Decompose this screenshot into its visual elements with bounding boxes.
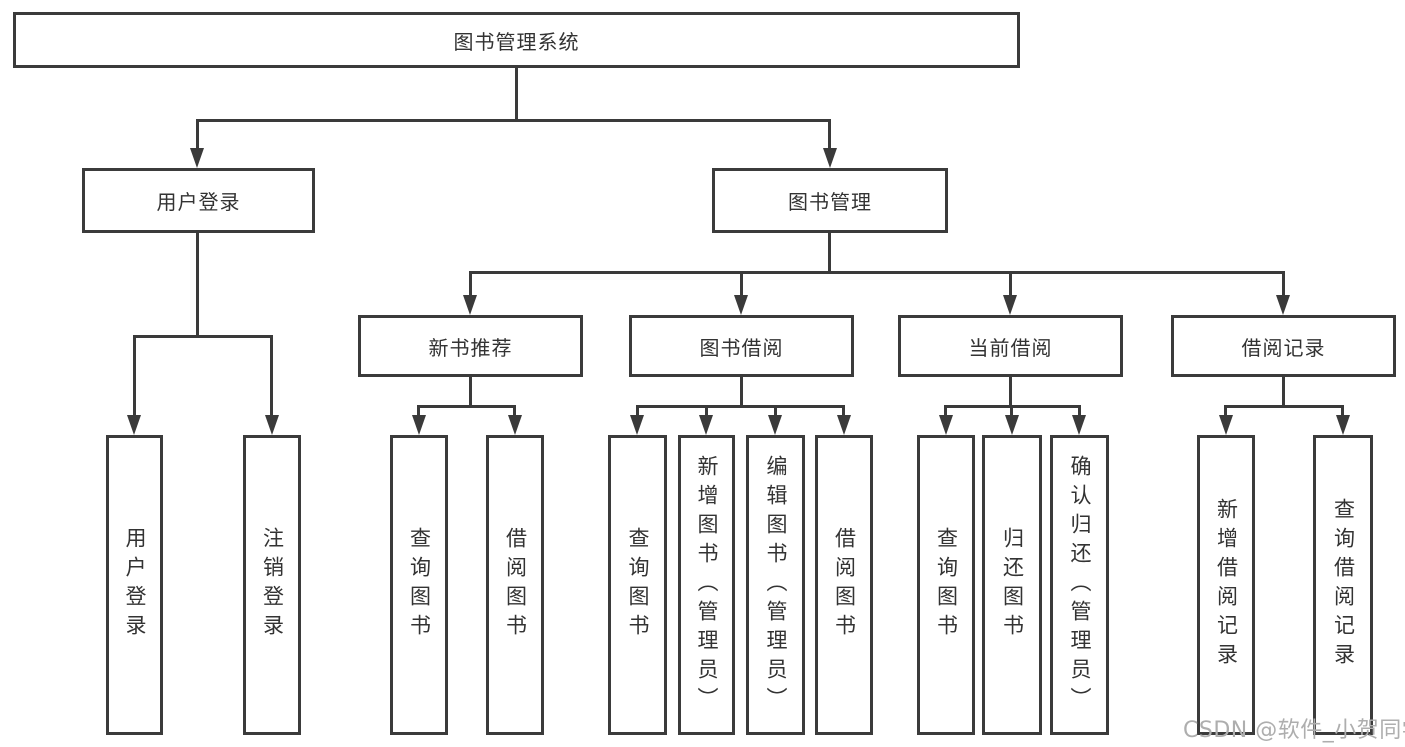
node-book-management: 图书管理 (712, 168, 948, 233)
leaf-label: 查询图书 (934, 527, 959, 643)
connector-line (469, 374, 472, 408)
connector-line (196, 230, 199, 338)
leaf-add-borrow-record: 新增借阅记录 (1197, 435, 1255, 735)
arrowhead-down-icon (508, 415, 522, 435)
leaf-edit-books-admin: 编辑图书（管理员） (746, 435, 805, 735)
connector-line (469, 271, 1285, 274)
connector-line (417, 405, 516, 408)
leaf-label: 编辑图书（管理员） (764, 454, 788, 716)
connector-line (828, 230, 831, 274)
leaf-query-books-current: 查询图书 (917, 435, 975, 735)
leaf-add-books-admin: 新增图书（管理员） (678, 435, 735, 735)
leaf-label: 归还图书 (1000, 527, 1025, 643)
connector-line (417, 405, 420, 419)
connector-line (944, 405, 947, 419)
connector-line (636, 405, 845, 408)
node-new-book-recommend: 新书推荐 (358, 315, 583, 377)
leaf-label: 新增图书（管理员） (695, 454, 719, 716)
connector-line (1009, 374, 1012, 408)
csdn-watermark: CSDN @软件_小贺同学 (1183, 718, 1405, 743)
connector-line (1282, 374, 1285, 408)
arrowhead-down-icon (412, 415, 426, 435)
connector-line (1009, 271, 1012, 300)
arrowhead-down-icon (1003, 295, 1017, 315)
connector-line (515, 65, 518, 122)
connector-line (740, 271, 743, 300)
connector-line (1078, 405, 1081, 419)
arrowhead-down-icon (1219, 415, 1233, 435)
leaf-label: 用户登录 (123, 527, 147, 643)
arrowhead-down-icon (127, 415, 141, 435)
connector-line (133, 335, 273, 338)
arrowhead-down-icon (190, 148, 204, 168)
connector-line (1224, 405, 1227, 419)
leaf-query-books-borrowing: 查询图书 (608, 435, 667, 735)
connector-line (828, 119, 831, 154)
node-current-borrowing: 当前借阅 (898, 315, 1123, 377)
connector-line (196, 119, 831, 122)
arrowhead-down-icon (837, 415, 851, 435)
arrowhead-down-icon (823, 148, 837, 168)
connector-line (469, 271, 472, 300)
leaf-label: 查询借阅记录 (1331, 498, 1356, 672)
connector-line (196, 119, 199, 154)
leaf-query-books-recommend: 查询图书 (390, 435, 448, 735)
leaf-label: 借阅图书 (832, 527, 857, 643)
arrowhead-down-icon (265, 415, 279, 435)
connector-line (1341, 405, 1344, 419)
arrowhead-down-icon (630, 415, 644, 435)
connector-line (842, 405, 845, 419)
leaf-logout: 注销登录 (243, 435, 301, 735)
connector-line (513, 405, 516, 419)
arrowhead-down-icon (463, 295, 477, 315)
leaf-borrow-books-recommend: 借阅图书 (486, 435, 544, 735)
node-user-login: 用户登录 (82, 168, 315, 233)
arrowhead-down-icon (1072, 415, 1086, 435)
leaf-label: 新增借阅记录 (1214, 498, 1239, 672)
arrowhead-down-icon (734, 295, 748, 315)
arrowhead-down-icon (1336, 415, 1350, 435)
node-book-borrowing: 图书借阅 (629, 315, 854, 377)
connector-line (270, 335, 273, 420)
node-borrowing-records: 借阅记录 (1171, 315, 1396, 377)
connector-line (133, 335, 136, 420)
connector-line (705, 405, 708, 419)
arrowhead-down-icon (1005, 415, 1019, 435)
leaf-label: 查询图书 (626, 527, 650, 643)
arrowhead-down-icon (939, 415, 953, 435)
connector-line (1010, 405, 1013, 419)
arrowhead-down-icon (1276, 295, 1290, 315)
leaf-label: 查询图书 (407, 527, 432, 643)
leaf-label: 借阅图书 (503, 527, 528, 643)
connector-line (740, 374, 743, 408)
leaf-label: 确认归还（管理员） (1068, 454, 1092, 716)
arrowhead-down-icon (699, 415, 713, 435)
leaf-label: 注销登录 (260, 527, 285, 643)
leaf-user-login: 用户登录 (106, 435, 163, 735)
node-library-system: 图书管理系统 (13, 12, 1020, 68)
connector-line (774, 405, 777, 419)
connector-line (636, 405, 639, 419)
connector-line (1282, 271, 1285, 300)
leaf-query-borrow-record: 查询借阅记录 (1313, 435, 1373, 735)
leaf-confirm-return-admin: 确认归还（管理员） (1050, 435, 1109, 735)
leaf-borrow-books: 借阅图书 (815, 435, 873, 735)
arrowhead-down-icon (768, 415, 782, 435)
connector-line (1224, 405, 1344, 408)
leaf-return-books: 归还图书 (982, 435, 1042, 735)
